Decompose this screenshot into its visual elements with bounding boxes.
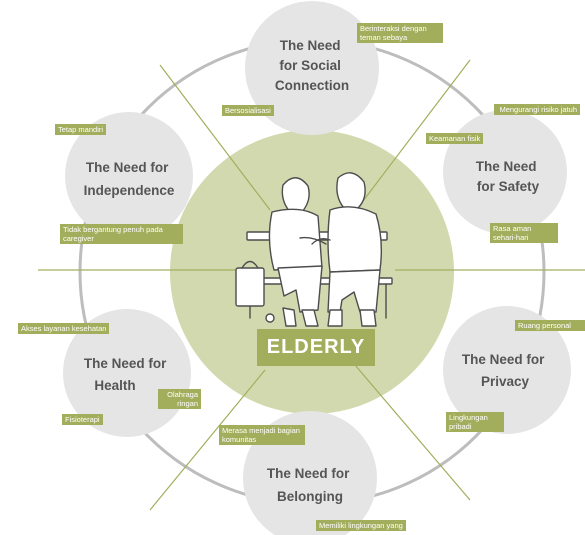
tag-health-access: Akses layanan kesehatan [18, 323, 110, 334]
tag-belonging-environment: Memiliki lingkungan yang [316, 520, 406, 531]
two-elderly-women-on-bench-icon [235, 172, 393, 327]
need-title-line: Connection [275, 78, 349, 93]
need-title-health: The Need for Health [84, 356, 170, 393]
need-titles: The Need for Social Connection The Need … [84, 38, 548, 504]
need-title-line: for Safety [477, 179, 540, 194]
need-title-line: The Need for [86, 160, 169, 175]
spoke-top-right [359, 59, 471, 206]
tag-independence-self: Tetap mandiri [55, 124, 107, 135]
need-circle-privacy [443, 306, 571, 434]
spoke-top-left [159, 64, 271, 211]
need-title-independence: The Need for Independence [84, 160, 175, 198]
need-title-safety: The Need for Safety [476, 159, 541, 194]
need-circle-social [245, 1, 379, 135]
tag-health-physio: Fisioterapi [62, 414, 103, 425]
tag-independence-caregiver: Tidak bergantung penuh pada caregiver [60, 224, 183, 244]
need-title-social: The Need for Social Connection [275, 38, 349, 93]
need-title-line: Belonging [277, 489, 343, 504]
tag-privacy-environment: Lingkungan pribadi [446, 412, 504, 432]
need-title-line: The Need [280, 38, 341, 53]
tag-privacy-personal: Ruang personal [515, 320, 585, 331]
spoke-bottom-right [354, 364, 471, 501]
spokes [38, 59, 585, 511]
spoke-bottom-left [149, 369, 266, 511]
tag-safety-daily: Rasa aman sehari-hari [490, 223, 558, 243]
need-circle-independence [65, 112, 193, 240]
tag-social-interaction: Berinteraksi dengan teman sebaya [357, 23, 443, 43]
need-title-line: The Need [476, 159, 537, 174]
need-title-line: The Need for [267, 466, 350, 481]
need-title-line: Privacy [481, 374, 530, 389]
tag-social-socialize: Bersosialisasi [222, 105, 274, 116]
tag-health-exercise: Olahraga ringan [158, 389, 201, 409]
tag-safety-fall-risk: Mengurangi risiko jatuh [494, 104, 580, 115]
need-title-line: for Social [279, 58, 341, 73]
need-title-line: Independence [84, 183, 175, 198]
center-label-elderly: ELDERLY [257, 329, 375, 366]
need-title-line: Health [94, 378, 135, 393]
need-title-privacy: The Need for Privacy [462, 352, 548, 389]
need-title-belonging: The Need for Belonging [267, 466, 353, 504]
need-title-line: The Need for [462, 352, 545, 367]
need-title-line: The Need for [84, 356, 167, 371]
tag-belonging-community: Merasa menjadi bagian komunitas [219, 425, 305, 445]
tag-safety-physical: Keamanan fisik [426, 133, 484, 144]
